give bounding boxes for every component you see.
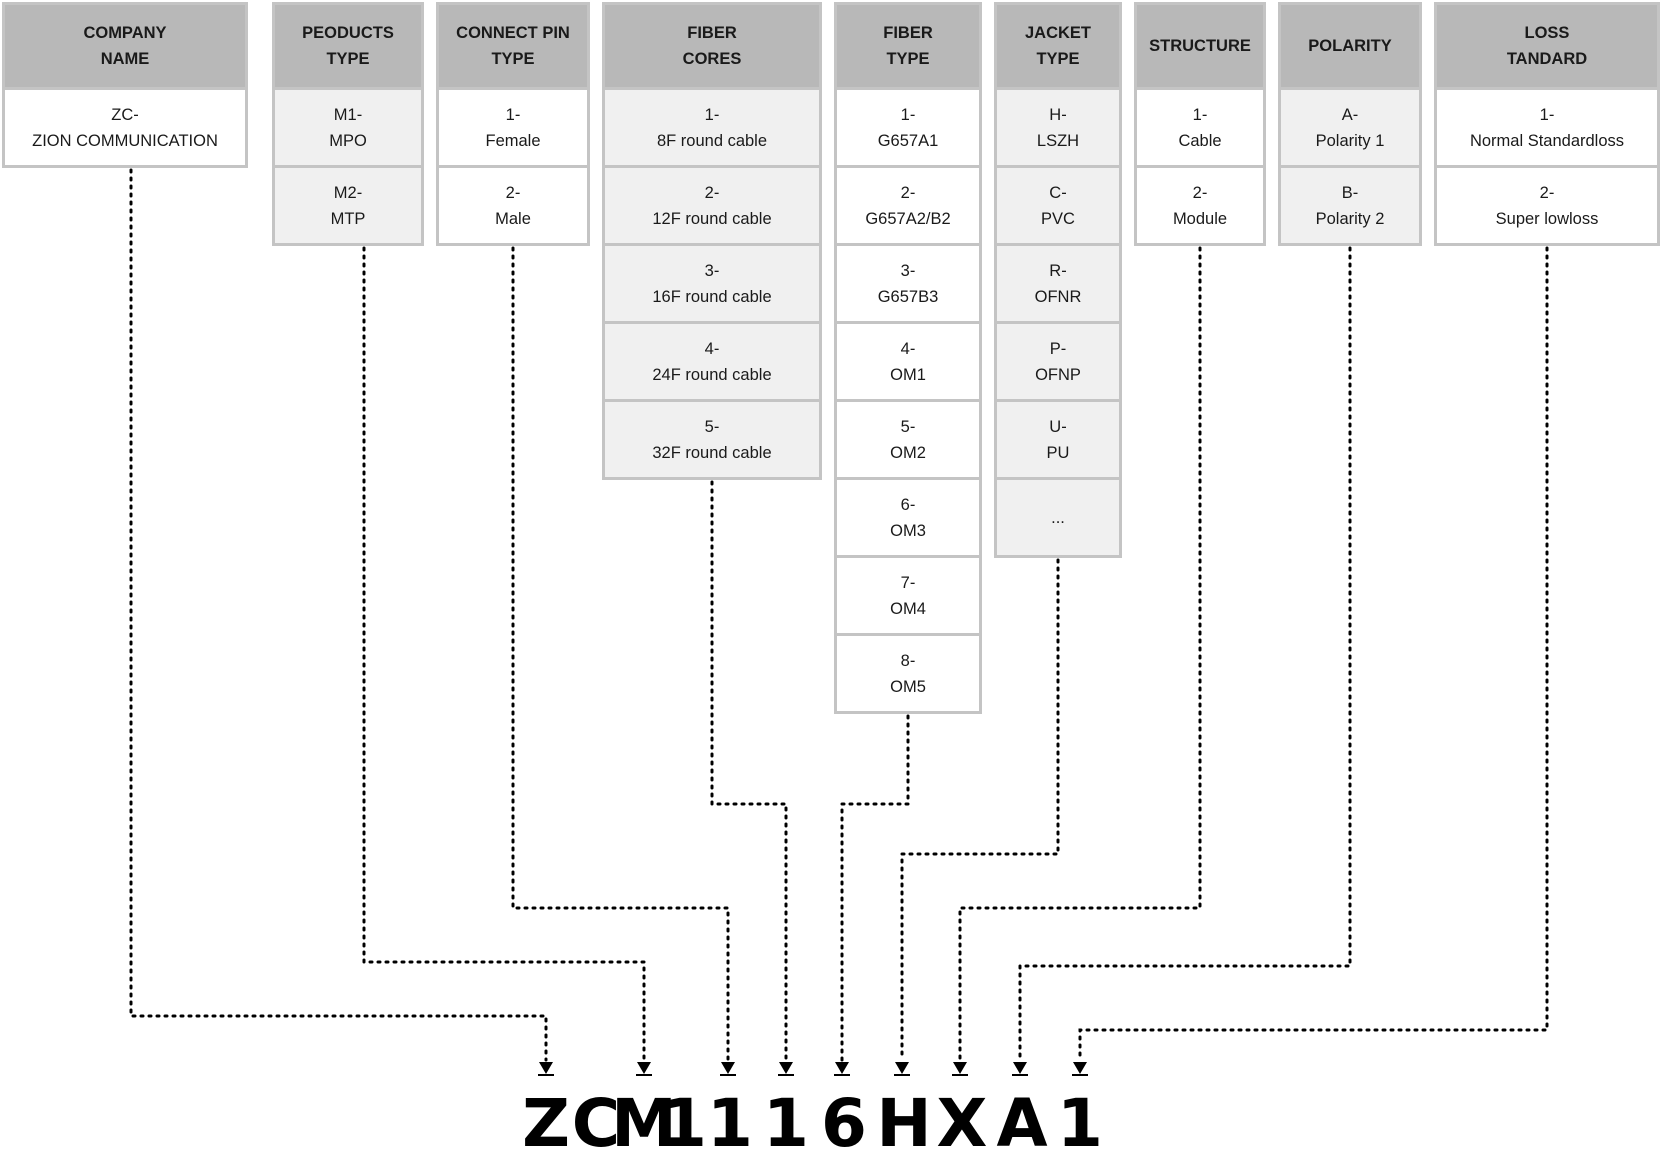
code-char: M: [611, 1085, 677, 1162]
code-char: 1: [763, 1085, 809, 1162]
option-cell: H- LSZH: [994, 90, 1122, 168]
column-header: FIBER CORES: [602, 2, 822, 90]
arrow-head: [895, 1062, 909, 1074]
code-char: 1: [1057, 1085, 1103, 1162]
column-header: STRUCTURE: [1134, 2, 1266, 90]
option-cell: B- Polarity 2: [1278, 168, 1422, 246]
column-fiber-cores: FIBER CORES 1- 8F round cable 2- 12F rou…: [602, 2, 822, 480]
column-connect-pin-type: CONNECT PIN TYPE 1- Female 2- Male: [436, 2, 590, 246]
option-cell: A- Polarity 1: [1278, 90, 1422, 168]
arrow-head: [721, 1062, 735, 1074]
connector-polarity: [1018, 246, 1352, 1062]
option-cell: 3- G657B3: [834, 246, 982, 324]
code-char: C: [571, 1085, 621, 1162]
column-products-type: PEODUCTS TYPE M1- MPO M2- MTP: [272, 2, 424, 246]
column-header: PEODUCTS TYPE: [272, 2, 424, 90]
connector-fiber-cores: [710, 480, 788, 1062]
arrow-head: [1073, 1062, 1087, 1074]
column-company-name: COMPANY NAME ZC- ZION COMMUNICATION: [2, 2, 248, 168]
code-char: H: [876, 1085, 932, 1162]
option-cell: 8- OM5: [834, 636, 982, 714]
option-cell: ...: [994, 480, 1122, 558]
option-cell: ZC- ZION COMMUNICATION: [2, 90, 248, 168]
code-char: 6: [821, 1085, 867, 1162]
column-header: CONNECT PIN TYPE: [436, 2, 590, 90]
option-cell: 2- Male: [436, 168, 590, 246]
column-loss-standard: LOSS TANDARD 1- Normal Standardloss 2- S…: [1434, 2, 1660, 246]
code-char: Z: [522, 1085, 570, 1162]
arrow-head: [779, 1062, 793, 1074]
option-cell: 1- 8F round cable: [602, 90, 822, 168]
option-cell: 4- 24F round cable: [602, 324, 822, 402]
option-cell: 1- G657A1: [834, 90, 982, 168]
arrow-head: [539, 1062, 553, 1074]
column-header: POLARITY: [1278, 2, 1422, 90]
option-cell: 1- Female: [436, 90, 590, 168]
arrow-head: [1013, 1062, 1027, 1074]
connector-connect-pin-type: [511, 246, 730, 1062]
option-cell: M1- MPO: [272, 90, 424, 168]
connector-jacket-type: [900, 558, 1060, 1062]
connector-structure: [958, 246, 1202, 1062]
option-cell: P- OFNP: [994, 324, 1122, 402]
option-cell: 2- 12F round cable: [602, 168, 822, 246]
option-cell: U- PU: [994, 402, 1122, 480]
option-cell: 7- OM4: [834, 558, 982, 636]
connector-products-type: [362, 246, 646, 1062]
option-cell: 1- Cable: [1134, 90, 1266, 168]
column-header: JACKET TYPE: [994, 2, 1122, 90]
code-char: X: [936, 1085, 988, 1162]
column-header: FIBER TYPE: [834, 2, 982, 90]
arrow-head: [835, 1062, 849, 1074]
option-cell: 1- Normal Standardloss: [1434, 90, 1660, 168]
code-char: A: [996, 1085, 1048, 1162]
column-header: LOSS TANDARD: [1434, 2, 1660, 90]
option-cell: C- PVC: [994, 168, 1122, 246]
connector-fiber-type: [840, 714, 910, 1062]
option-cell: R- OFNR: [994, 246, 1122, 324]
connector-company-name: [129, 168, 548, 1062]
option-cell: 2- Super lowloss: [1434, 168, 1660, 246]
column-polarity: POLARITY A- Polarity 1 B- Polarity 2: [1278, 2, 1422, 246]
option-cell: 6- OM3: [834, 480, 982, 558]
code-char: 1: [707, 1085, 753, 1162]
option-cell: M2- MTP: [272, 168, 424, 246]
column-jacket-type: JACKET TYPE H- LSZH C- PVC R- OFNR P- OF…: [994, 2, 1122, 558]
connector-loss-standard: [1078, 246, 1549, 1062]
code-char: 1: [661, 1085, 707, 1162]
arrow-head: [953, 1062, 967, 1074]
option-cell: 3- 16F round cable: [602, 246, 822, 324]
option-cell: 5- OM2: [834, 402, 982, 480]
column-fiber-type: FIBER TYPE 1- G657A1 2- G657A2/B2 3- G65…: [834, 2, 982, 714]
column-header: COMPANY NAME: [2, 2, 248, 90]
option-cell: 4- OM1: [834, 324, 982, 402]
column-structure: STRUCTURE 1- Cable 2- Module: [1134, 2, 1266, 246]
arrow-head: [637, 1062, 651, 1074]
option-cell: 2- Module: [1134, 168, 1266, 246]
option-cell: 2- G657A2/B2: [834, 168, 982, 246]
option-cell: 5- 32F round cable: [602, 402, 822, 480]
